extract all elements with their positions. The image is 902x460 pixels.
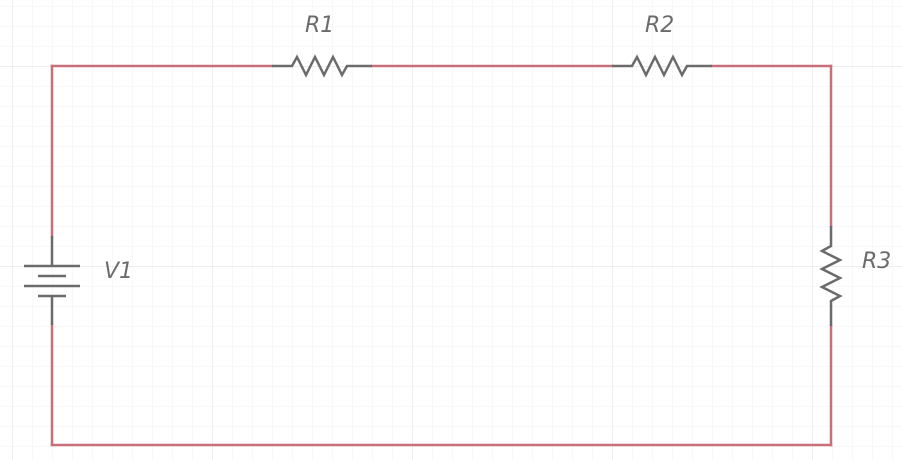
resistor-r1-label: R1 [305, 13, 334, 38]
wires [50, 64, 833, 447]
resistor-r3[interactable] [819, 226, 843, 326]
resistor-r1[interactable] [272, 54, 372, 78]
battery-v1[interactable] [24, 236, 80, 325]
resistor-r2[interactable] [612, 54, 712, 78]
battery-v1-label: V1 [104, 259, 133, 284]
resistor-r2-label: R2 [645, 13, 674, 38]
resistor-r3-label: R3 [862, 249, 891, 274]
